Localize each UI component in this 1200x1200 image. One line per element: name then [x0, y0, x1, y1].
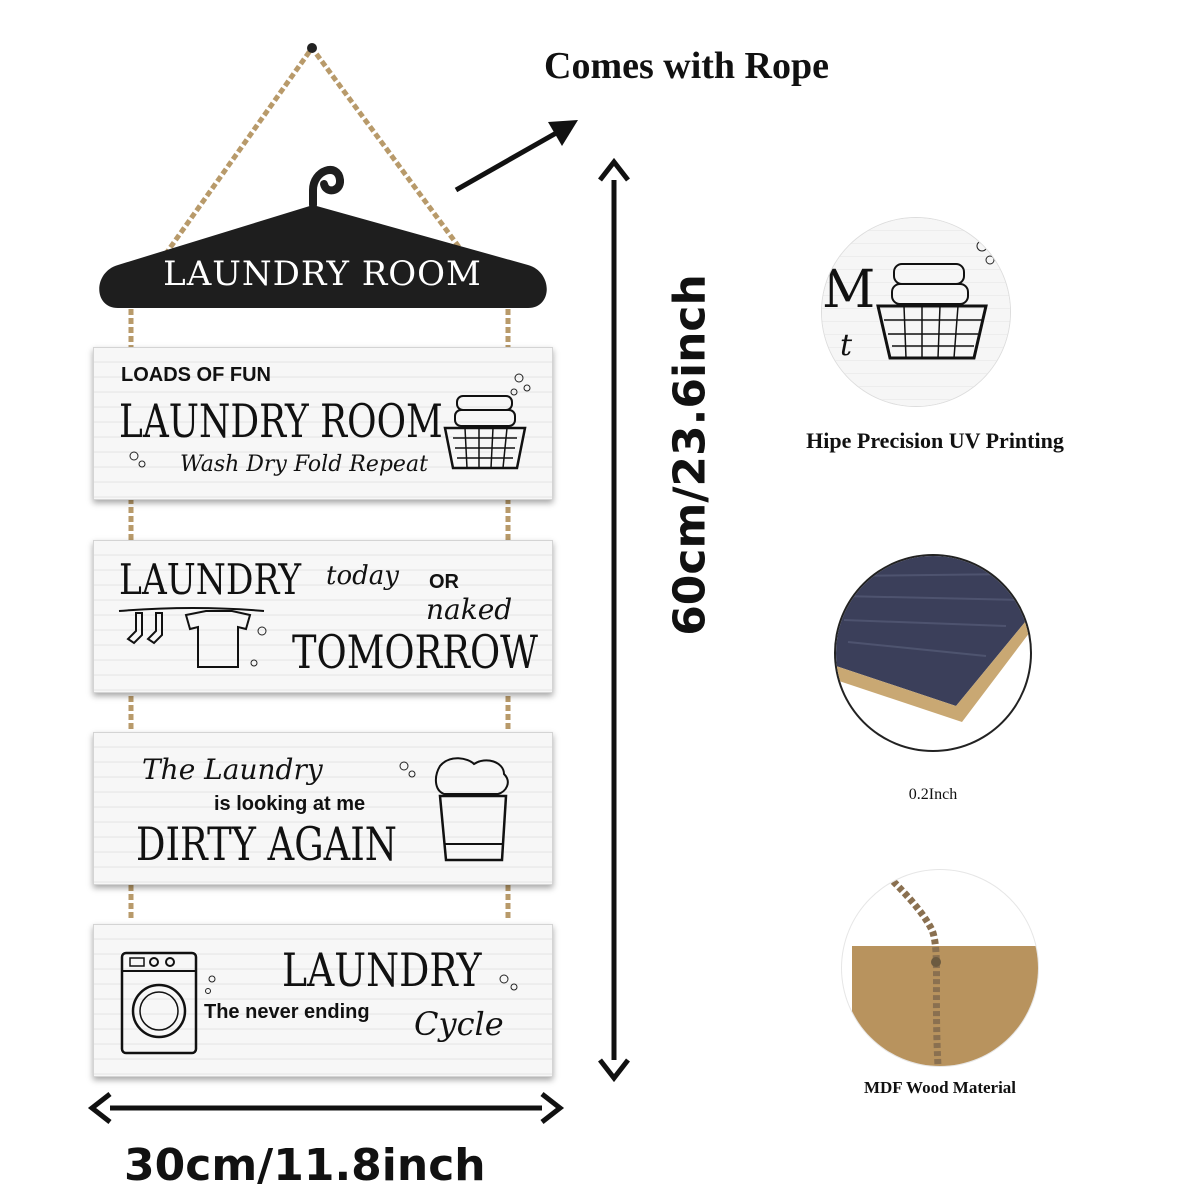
laundry-hamper-icon [399, 757, 509, 862]
sign2-line1: LAUNDRY [119, 555, 302, 604]
hanger-title: LAUNDRY ROOM [163, 254, 482, 294]
mdf-rope-icon [852, 870, 1038, 1066]
sign4-line3: Cycle [414, 1005, 504, 1043]
thickness-detail-circle [836, 556, 1030, 750]
feature-caption-thickness: 0.2Inch [908, 786, 958, 803]
sign-board-2: LAUNDRY today OR naked TOMORROW [93, 540, 553, 693]
sign-board-1: LOADS OF FUN LAUNDRY ROOM Wash Dry Fold … [93, 347, 553, 500]
rope-pointer-arrow [454, 120, 578, 193]
washing-machine-icon [120, 951, 216, 1055]
sign3-line3: DIRTY AGAIN [136, 817, 397, 871]
sign2-line4: naked [426, 593, 513, 626]
print-detail-script: t [840, 328, 853, 363]
sign2-line2: today [326, 561, 399, 591]
laundry-basket-icon [876, 240, 995, 360]
height-callout: 60cm/23.6inch [664, 274, 716, 636]
clothesline-icon [118, 607, 267, 668]
feature-caption-printing: Hipe Precision UV Printing [806, 428, 1064, 453]
print-detail-letters: M [822, 260, 876, 320]
sign1-line1: LOADS OF FUN [121, 364, 271, 386]
height-arrow [598, 157, 630, 1083]
sign1-line3: Wash Dry Fold Repeat [180, 452, 428, 477]
sign-board-3: The Laundry is looking at me DIRTY AGAIN [93, 732, 553, 885]
laundry-basket-icon [443, 373, 531, 470]
sign2-line3: OR [429, 571, 459, 593]
print-detail-circle: M t [822, 218, 1010, 406]
feature-caption-material: MDF Wood Material [863, 1078, 1017, 1097]
material-detail-circle [842, 870, 1038, 1066]
width-callout: 30cm/11.8inch [124, 1140, 486, 1191]
bubbles-icon [129, 451, 146, 468]
sign4-line1: LAUNDRY [282, 943, 482, 997]
sign1-line2: LAUNDRY ROOM [119, 394, 443, 448]
hanger-board [99, 166, 547, 308]
sign4-line2: The never ending [204, 1001, 370, 1023]
sign2-line5: TOMORROW [292, 625, 538, 679]
rope-callout: Comes with Rope [544, 45, 829, 87]
sign3-line1: The Laundry [142, 753, 323, 786]
sign-board-4: LAUNDRY The never ending Cycle [93, 924, 553, 1077]
width-arrow [87, 1092, 565, 1124]
mdf-edge-icon [836, 556, 1030, 722]
bubbles-icon [499, 974, 518, 991]
sign3-line2: is looking at me [214, 793, 366, 815]
